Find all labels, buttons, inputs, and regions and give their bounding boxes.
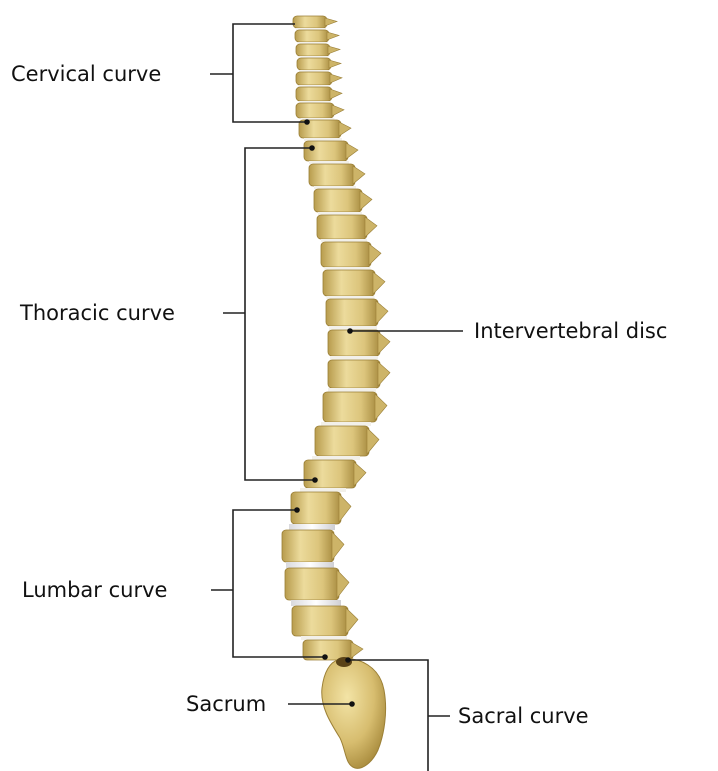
thoracic-curve-bracket bbox=[223, 145, 318, 483]
vertebra-process bbox=[329, 60, 341, 68]
vertebra bbox=[326, 299, 378, 326]
vertebra bbox=[282, 530, 334, 562]
vertebra bbox=[323, 392, 377, 422]
thoracic-curve-label: Thoracic curve bbox=[19, 301, 175, 325]
vertebra bbox=[304, 141, 348, 161]
vertebra bbox=[309, 164, 355, 186]
vertebra-process bbox=[365, 217, 377, 237]
vertebra bbox=[317, 215, 367, 239]
intervertebral-disc bbox=[309, 161, 349, 164]
vertebra-process bbox=[378, 362, 390, 386]
vertebra bbox=[296, 44, 330, 56]
sacral-curve-label: Sacral curve bbox=[458, 704, 589, 728]
vertebra-process bbox=[339, 494, 351, 522]
vertebra-process bbox=[346, 143, 358, 159]
vertebra-process bbox=[369, 244, 381, 265]
vertebra bbox=[295, 30, 329, 42]
vertebra-process bbox=[332, 532, 344, 560]
intervertebral-disc bbox=[330, 356, 378, 360]
vertebra-process bbox=[330, 89, 342, 99]
vertebra-process bbox=[332, 105, 344, 116]
intervertebral-disc-label: Intervertebral disc bbox=[474, 319, 667, 343]
vertebra bbox=[323, 270, 375, 296]
vertebra-process bbox=[378, 332, 390, 354]
vertebra bbox=[314, 189, 362, 212]
lumbar-curve-label: Lumbar curve bbox=[22, 578, 167, 602]
vertebra-process bbox=[373, 272, 385, 294]
intervertebral-disc bbox=[325, 267, 371, 270]
intervertebral-disc bbox=[314, 186, 356, 189]
vertebra bbox=[315, 426, 369, 456]
vertebra bbox=[296, 72, 332, 85]
vertebra-process bbox=[337, 570, 349, 598]
intervertebral-disc bbox=[329, 326, 377, 330]
vertebra-process bbox=[360, 191, 372, 210]
vertebral-column bbox=[282, 16, 390, 660]
vertebra-process bbox=[325, 18, 337, 26]
vertebra-process bbox=[354, 462, 366, 486]
vertebra-process bbox=[339, 122, 351, 136]
intervertebral-disc bbox=[328, 388, 376, 392]
intervertebral-disc bbox=[301, 636, 347, 640]
intervertebral-disc bbox=[318, 212, 362, 215]
vertebra bbox=[297, 58, 331, 70]
vertebra-process bbox=[353, 166, 365, 184]
intervertebral-disc bbox=[327, 296, 375, 299]
vertebra bbox=[293, 16, 327, 28]
vertebra bbox=[296, 103, 334, 118]
intervertebral-disc bbox=[304, 138, 342, 141]
vertebra-process bbox=[375, 394, 387, 420]
vertebra bbox=[285, 568, 339, 600]
vertebra-process bbox=[351, 642, 363, 658]
vertebra bbox=[292, 606, 348, 636]
vertebra-process bbox=[327, 32, 339, 40]
vertebra bbox=[328, 360, 380, 388]
sacrum-bone bbox=[322, 659, 386, 768]
intervertebral-disc bbox=[289, 524, 335, 530]
vertebra-process bbox=[346, 608, 358, 634]
intervertebral-disc bbox=[291, 600, 341, 606]
vertebra bbox=[328, 330, 380, 356]
vertebra-process bbox=[330, 74, 342, 83]
intervertebral-disc bbox=[286, 562, 334, 568]
intervertebral-disc bbox=[321, 239, 367, 242]
vertebra-process bbox=[376, 301, 388, 324]
intervertebral-disc bbox=[321, 422, 371, 426]
vertebra bbox=[296, 87, 332, 101]
vertebra-process bbox=[328, 46, 340, 54]
intervertebral-disc bbox=[312, 456, 360, 460]
cervical-curve-label: Cervical curve bbox=[11, 62, 161, 86]
sacrum-label: Sacrum bbox=[186, 692, 266, 716]
intervertebral-disc bbox=[300, 488, 346, 492]
vertebra bbox=[304, 460, 356, 488]
vertebra-process bbox=[367, 428, 379, 454]
vertebra bbox=[321, 242, 371, 267]
